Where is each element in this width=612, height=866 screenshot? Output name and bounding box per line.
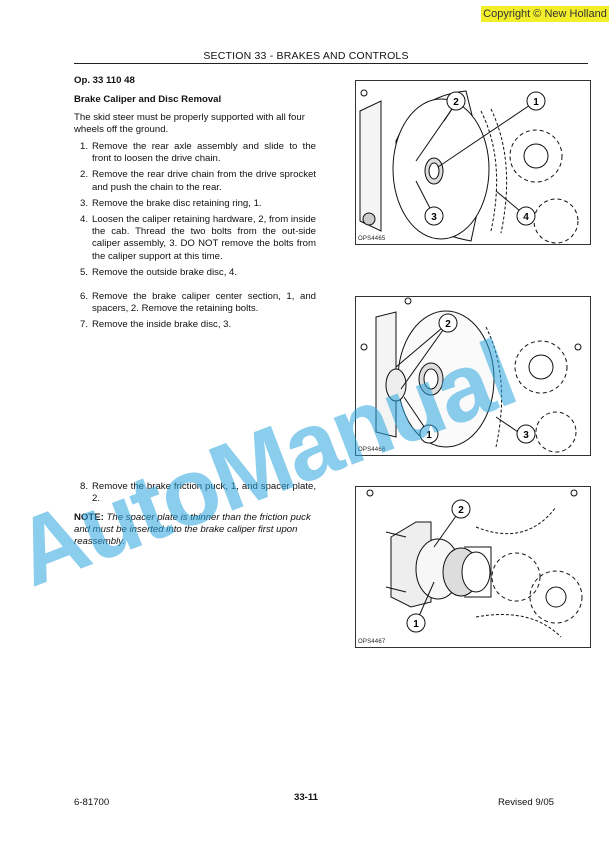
intro-paragraph: The skid steer must be properly supporte… [74, 112, 305, 136]
figure-2-illustration: 2 1 3 [360, 297, 582, 453]
figure-code: OPS4467 [358, 639, 386, 645]
callout-label: 2 [445, 319, 451, 330]
callout-label: 2 [458, 505, 464, 516]
step-text: Remove the brake caliper center section,… [92, 291, 316, 315]
step-text: Loosen the caliper retaining hardware, 2… [92, 214, 316, 262]
step-text: Remove the inside brake disc, 3. [92, 319, 232, 331]
step-number: 4. [80, 214, 89, 226]
figure-1-illustration: 2 1 3 4 [359, 89, 579, 244]
procedure-title: Brake Caliper and Disc Removal [74, 94, 222, 105]
steps-list-2: 6.Remove the brake caliper center sectio… [74, 291, 316, 336]
step-number: 5. [80, 266, 89, 278]
steps-list-1: 1.Remove the rear axle assembly and slid… [74, 141, 316, 283]
step-text: Remove the rear axle assembly and slide … [92, 141, 316, 165]
note-block: NOTE: The spacer plate is thinner than t… [74, 512, 316, 549]
step-number: 1. [80, 141, 89, 152]
step-text: Remove the brake friction puck, 1, and s… [92, 481, 316, 505]
step-item: 5.Remove the outside brake disc, 4. [74, 267, 316, 279]
figure-3-illustration: 2 1 [366, 489, 583, 638]
page-number: 33-11 [293, 792, 318, 803]
callout-label: 1 [413, 619, 419, 630]
step-number: 3. [80, 197, 89, 209]
step-item: 4.Loosen the caliper retaining hardware,… [74, 214, 316, 263]
copyright-banner: Copyright © New Holland [481, 6, 609, 22]
step-text: Remove the outside brake disc, 4. [92, 266, 238, 278]
step-text: Remove the rear drive chain from the dri… [92, 169, 316, 193]
callout-label: 2 [453, 97, 459, 108]
header-rule [74, 63, 588, 64]
step-item: 8.Remove the brake friction puck, 1, and… [74, 481, 316, 505]
step-item: 2.Remove the rear drive chain from the d… [74, 169, 316, 193]
step-number: 6. [80, 291, 89, 302]
step-item: 3.Remove the brake disc retaining ring, … [74, 198, 316, 210]
footer-revision: Revised 9/05 [498, 797, 554, 808]
callout-label: 3 [523, 430, 529, 441]
step-item: 1.Remove the rear axle assembly and slid… [74, 141, 316, 165]
callout-label: 3 [431, 212, 437, 223]
figure-friction-puck: 2 1 OPS4467 [355, 486, 591, 648]
note-text: The spacer plate is thinner than the fri… [74, 512, 311, 548]
step-number: 2. [80, 169, 89, 181]
section-title: SECTION 33 - BRAKES AND CONTROLS [203, 50, 409, 62]
figure-caliper-center-section: 2 1 3 OPS4466 [355, 296, 591, 456]
figure-disc-retaining-ring: 2 1 3 4 OPS4465 [355, 80, 591, 245]
note-label: NOTE: [74, 512, 104, 523]
step-text: Remove the brake disc retaining ring, 1. [92, 197, 262, 209]
callout-label: 4 [523, 212, 529, 223]
step-item: 6.Remove the brake caliper center sectio… [74, 291, 316, 315]
footer-part-number: 6-81700 [74, 797, 110, 808]
figure-code: OPS4466 [358, 447, 386, 453]
figure-code: OPS4465 [358, 236, 386, 242]
steps-list-3: 8.Remove the brake friction puck, 1, and… [74, 481, 316, 509]
step-number: 8. [80, 481, 89, 492]
operation-number: Op. 33 110 48 [74, 75, 135, 86]
step-number: 7. [80, 319, 89, 331]
callout-label: 1 [426, 430, 432, 441]
callout-label: 1 [533, 97, 539, 108]
step-item: 7.Remove the inside brake disc, 3. [74, 319, 316, 331]
